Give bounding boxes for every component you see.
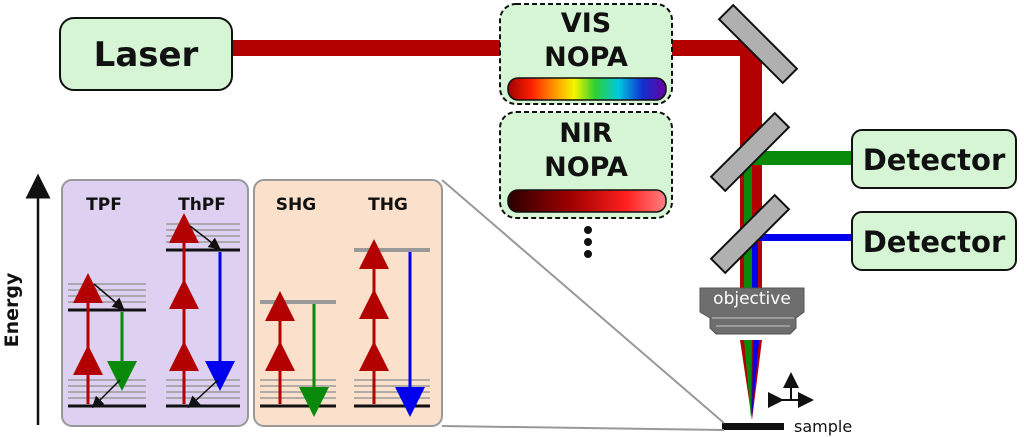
fluorescence-panel: TPF ThPF xyxy=(61,179,249,427)
objective-lens: objective xyxy=(699,287,805,335)
dichroic-mirror-1 xyxy=(709,111,791,193)
detector-green: Detector xyxy=(851,129,1017,189)
green-signal-beam xyxy=(752,151,856,165)
vis-nopa-line1: VIS xyxy=(561,8,611,39)
mirror-top xyxy=(717,3,799,85)
blue-signal-beam xyxy=(756,234,856,241)
thg-transitions xyxy=(359,239,425,417)
laser-label: Laser xyxy=(94,35,199,75)
tpf-transitions xyxy=(73,273,137,409)
harmonic-generation-panel: SHG THG xyxy=(253,179,443,427)
vis-nopa-line2: NOPA xyxy=(544,42,628,73)
nir-nopa-box: NIR NOPA xyxy=(499,111,673,219)
detector-blue-label: Detector xyxy=(863,225,1006,259)
thg-label: THG xyxy=(368,195,408,215)
vis-spectrum-bar xyxy=(507,77,667,101)
thpf-label: ThPF xyxy=(178,195,226,215)
nir-spectrum-bar xyxy=(507,189,667,213)
detector-green-label: Detector xyxy=(863,143,1006,177)
energy-axis-label: Energy xyxy=(1,272,23,347)
sample-label: sample xyxy=(794,417,852,436)
shg-label: SHG xyxy=(276,195,316,215)
objective-label: objective xyxy=(713,289,791,309)
shg-transitions xyxy=(265,291,329,417)
vis-nopa-box: VIS NOPA xyxy=(499,3,673,105)
sample-stage: sample xyxy=(722,417,852,436)
nir-nopa-line2: NOPA xyxy=(544,152,628,183)
more-sources-ellipsis xyxy=(584,226,592,258)
focused-beam-blue xyxy=(752,340,759,418)
zoom-lines xyxy=(441,179,725,431)
detector-blue: Detector xyxy=(851,211,1017,271)
nir-nopa-line1: NIR xyxy=(559,118,613,149)
laser-beam-horizontal xyxy=(232,40,754,56)
blue-signal-beam-down xyxy=(752,236,758,290)
energy-axis: Energy xyxy=(1,173,51,425)
focused-beam-green xyxy=(744,340,752,418)
tpf-label: TPF xyxy=(86,195,122,215)
stage-move-arrows-icon xyxy=(768,372,814,408)
dichroic-mirror-2 xyxy=(709,193,791,275)
thpf-transitions xyxy=(169,213,235,409)
laser-box: Laser xyxy=(59,17,233,91)
